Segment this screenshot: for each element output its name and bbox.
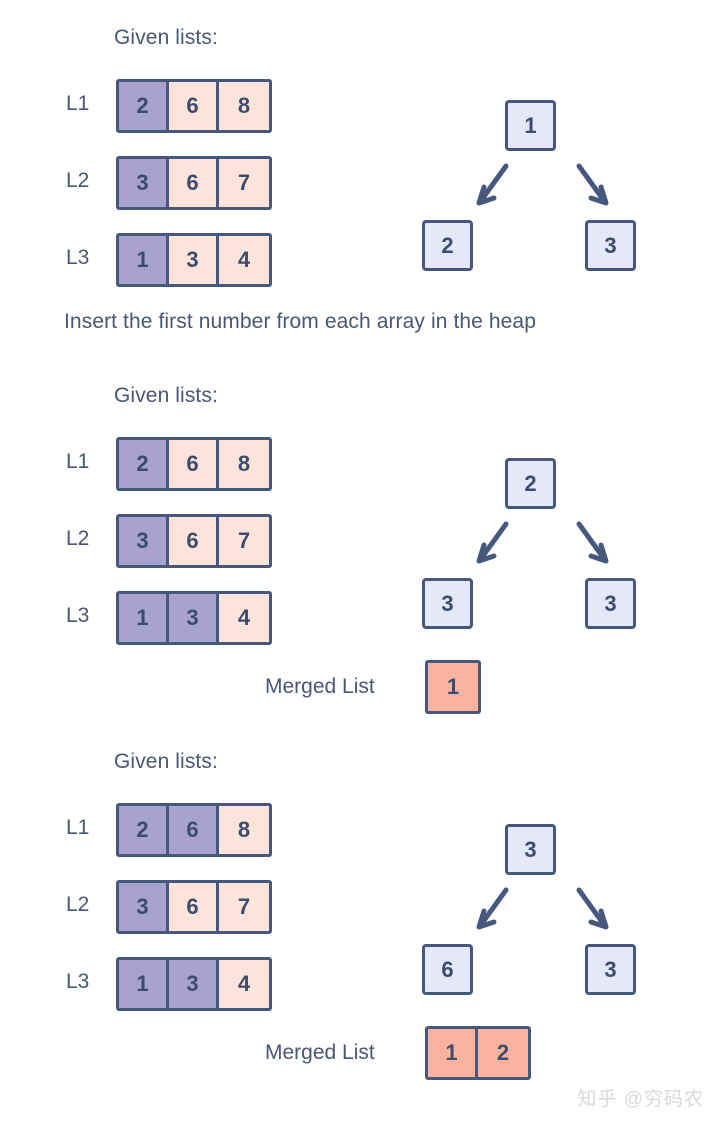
array-row-l1: 2 6 8 [116, 437, 272, 491]
array-cell[interactable]: 4 [219, 236, 269, 284]
heap-node-right-child[interactable]: 3 [585, 944, 636, 995]
heap-node-root[interactable]: 1 [505, 100, 556, 151]
heap-tree: 2 3 3 [400, 418, 700, 638]
heap-edge-left-arrow-icon [476, 521, 509, 564]
array-row-l1: 2 6 8 [116, 79, 272, 133]
heap-node-left-child[interactable]: 6 [422, 944, 473, 995]
array-cell[interactable]: 2 [119, 82, 169, 130]
merged-cell[interactable]: 2 [478, 1029, 528, 1077]
heap-node-root[interactable]: 3 [505, 824, 556, 875]
heap-node-left-child[interactable]: 2 [422, 220, 473, 271]
array-row-l3: 1 3 4 [116, 233, 272, 287]
heap-edge-left-arrow-icon [476, 887, 509, 930]
list-label-l1: L1 [66, 816, 90, 839]
array-row-l3: 1 3 4 [116, 591, 272, 645]
given-lists-heading: Given lists: [114, 750, 218, 773]
merged-cell[interactable]: 1 [428, 663, 478, 711]
array-cell[interactable]: 8 [219, 82, 269, 130]
watermark: 知乎 @穷码农 [577, 1089, 704, 1110]
array-row-l2: 3 6 7 [116, 880, 272, 934]
heap-edge-left-arrow-icon [476, 163, 509, 206]
merged-list-label: Merged List [265, 675, 375, 698]
array-cell[interactable]: 1 [119, 960, 169, 1008]
merged-cell[interactable]: 1 [428, 1029, 478, 1077]
list-label-l3: L3 [66, 970, 90, 993]
list-label-l3: L3 [66, 604, 90, 627]
array-cell[interactable]: 6 [169, 883, 219, 931]
list-label-l2: L2 [66, 527, 90, 550]
list-label-l3: L3 [66, 246, 90, 269]
array-cell[interactable]: 3 [169, 236, 219, 284]
step-3-group: Given lists: L1 2 6 8 L2 3 6 7 L3 1 3 4 … [0, 744, 720, 1094]
given-lists-heading: Given lists: [114, 384, 218, 407]
array-row-l2: 3 6 7 [116, 514, 272, 568]
list-label-l1: L1 [66, 450, 90, 473]
step-1-group: Given lists: L1 2 6 8 L2 3 6 7 L3 1 3 4 … [0, 20, 720, 340]
merged-list-label: Merged List [265, 1041, 375, 1064]
array-cell[interactable]: 3 [169, 960, 219, 1008]
array-cell[interactable]: 1 [119, 236, 169, 284]
heap-tree: 1 2 3 [400, 60, 700, 280]
heap-edge-right-arrow-icon [576, 887, 609, 930]
step-2-group: Given lists: L1 2 6 8 L2 3 6 7 L3 1 3 4 … [0, 378, 720, 718]
array-cell[interactable]: 3 [119, 159, 169, 207]
array-cell[interactable]: 2 [119, 806, 169, 854]
array-row-l2: 3 6 7 [116, 156, 272, 210]
step-1-caption: Insert the first number from each array … [64, 310, 536, 333]
array-cell[interactable]: 3 [119, 517, 169, 565]
merged-list-row: 1 2 [425, 1026, 531, 1080]
heap-edge-right-arrow-icon [576, 163, 609, 206]
array-cell[interactable]: 6 [169, 440, 219, 488]
array-row-l1: 2 6 8 [116, 803, 272, 857]
array-cell[interactable]: 7 [219, 883, 269, 931]
array-cell[interactable]: 3 [119, 883, 169, 931]
heap-node-right-child[interactable]: 3 [585, 220, 636, 271]
array-cell[interactable]: 2 [119, 440, 169, 488]
array-row-l3: 1 3 4 [116, 957, 272, 1011]
heap-node-right-child[interactable]: 3 [585, 578, 636, 629]
array-cell[interactable]: 4 [219, 960, 269, 1008]
array-cell[interactable]: 8 [219, 440, 269, 488]
merged-list-row: 1 [425, 660, 481, 714]
heap-tree: 3 6 3 [400, 784, 700, 1004]
array-cell[interactable]: 6 [169, 82, 219, 130]
heap-edge-right-arrow-icon [576, 521, 609, 564]
list-label-l2: L2 [66, 169, 90, 192]
given-lists-heading: Given lists: [114, 26, 218, 49]
array-cell[interactable]: 3 [169, 594, 219, 642]
array-cell[interactable]: 4 [219, 594, 269, 642]
array-cell[interactable]: 1 [119, 594, 169, 642]
array-cell[interactable]: 6 [169, 159, 219, 207]
array-cell[interactable]: 6 [169, 517, 219, 565]
heap-node-root[interactable]: 2 [505, 458, 556, 509]
array-cell[interactable]: 8 [219, 806, 269, 854]
heap-node-left-child[interactable]: 3 [422, 578, 473, 629]
list-label-l2: L2 [66, 893, 90, 916]
list-label-l1: L1 [66, 92, 90, 115]
array-cell[interactable]: 7 [219, 517, 269, 565]
array-cell[interactable]: 6 [169, 806, 219, 854]
array-cell[interactable]: 7 [219, 159, 269, 207]
